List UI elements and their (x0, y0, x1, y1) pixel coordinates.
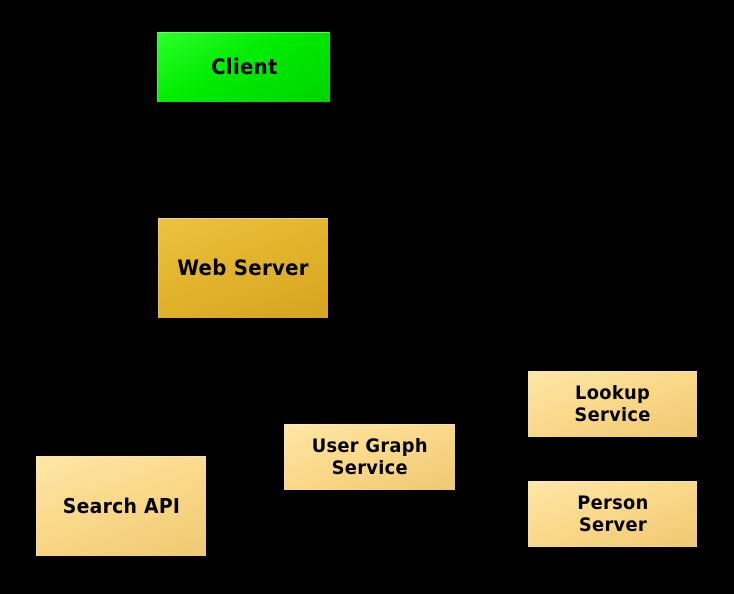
node-client[interactable]: Client (157, 32, 330, 102)
node-person-server[interactable]: Person Server (528, 481, 697, 547)
node-search-api[interactable]: Search API (36, 456, 206, 556)
node-web-server-label: Web Server (177, 255, 310, 280)
node-lookup-service[interactable]: Lookup Service (528, 371, 697, 437)
node-user-graph-service[interactable]: User Graph Service (284, 424, 455, 490)
node-search-api-label: Search API (62, 494, 181, 519)
node-web-server[interactable]: Web Server (158, 218, 328, 318)
node-person-server-label: Person Server (577, 492, 649, 536)
node-lookup-service-label: Lookup Service (574, 382, 652, 426)
node-user-graph-service-label: User Graph Service (311, 435, 429, 479)
node-client-label: Client (210, 54, 278, 79)
